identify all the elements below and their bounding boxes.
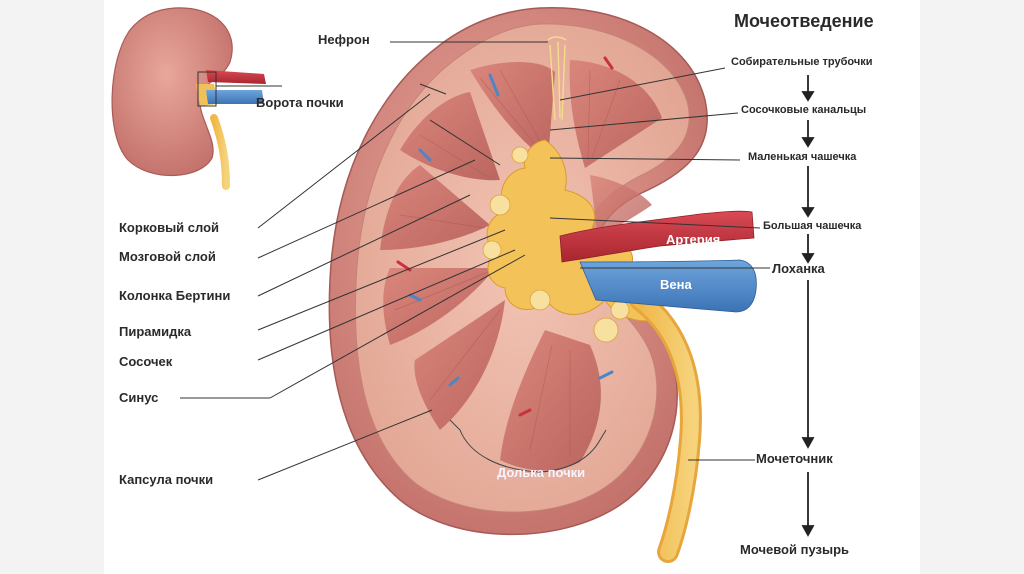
flow-step-bladder: Мочевой пузырь xyxy=(740,542,849,557)
label-artery: Артерия xyxy=(666,232,721,247)
label-capsule: Капсула почки xyxy=(119,472,214,487)
label-papilla: Сосочек xyxy=(119,354,173,369)
label-hilum: Ворота почки xyxy=(256,95,344,110)
label-sinus: Синус xyxy=(119,390,159,405)
flow-step-papillary-ducts: Сосочковые канальцы xyxy=(741,104,867,116)
flow-step-collecting-ducts: Собирательные трубочки xyxy=(731,56,873,68)
flow-step-ureter: Мочеточник xyxy=(756,451,833,466)
label-medulla: Мозговой слой xyxy=(119,249,216,264)
small-kidney xyxy=(111,7,282,190)
flow-arrows xyxy=(801,75,815,537)
label-lobule: Долька почки xyxy=(497,465,586,480)
flow-step-pelvis: Лоханка xyxy=(772,261,825,276)
label-bertin-column: Колонка Бертини xyxy=(119,288,231,303)
leader-lines xyxy=(180,41,770,481)
flow-step-major-calyx: Большая чашечка xyxy=(763,220,862,232)
flow-step-minor-calyx: Маленькая чашечка xyxy=(748,151,857,163)
flow-title: Мочеотведение xyxy=(734,11,874,31)
label-nephron: Нефрон xyxy=(318,32,370,47)
label-cortex: Корковый слой xyxy=(119,220,220,235)
label-vein: Вена xyxy=(660,277,692,292)
main-kidney xyxy=(328,6,757,563)
label-pyramid: Пирамидка xyxy=(119,324,192,339)
